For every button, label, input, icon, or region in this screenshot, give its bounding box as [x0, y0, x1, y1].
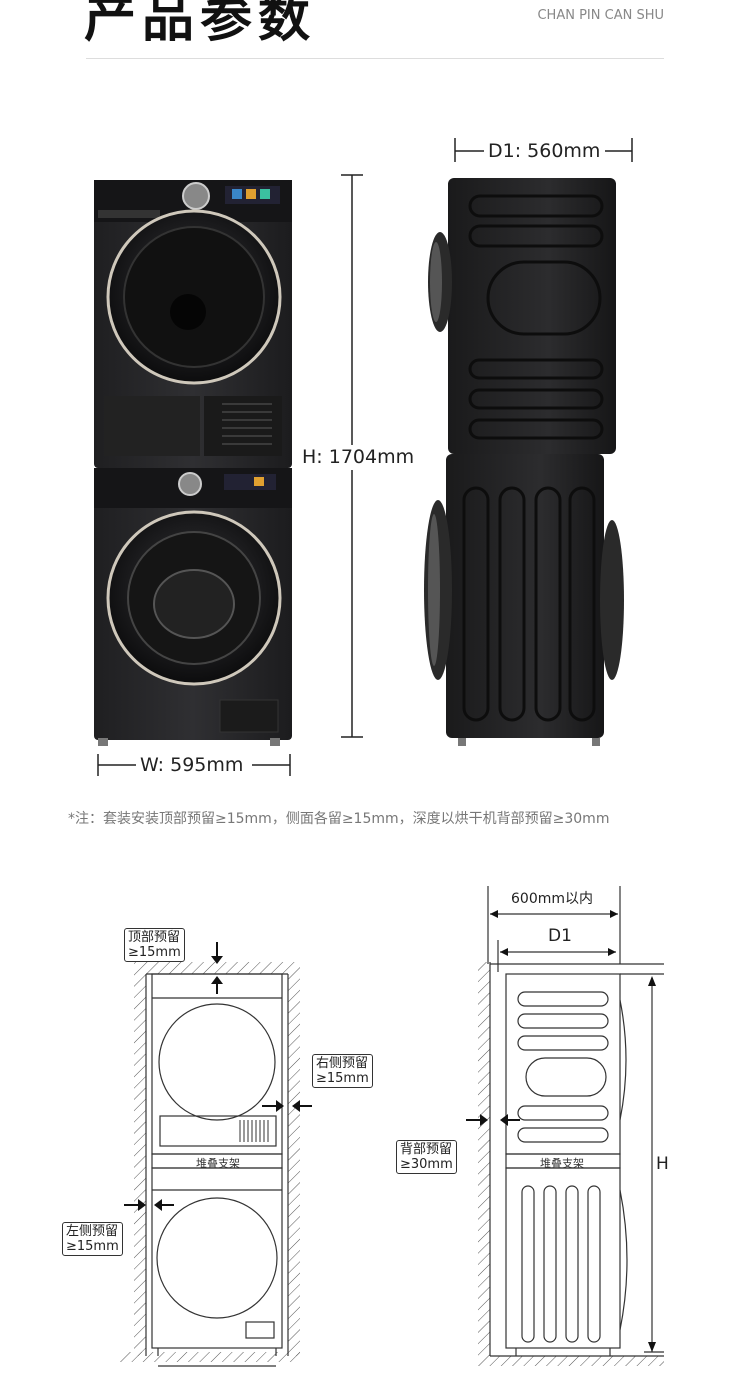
width-dimension-label: W: 595mm — [136, 754, 248, 776]
top-clearance-label: 顶部预留 — [128, 930, 181, 945]
max-depth-label: 600mm以内 — [508, 888, 596, 908]
right-clearance-label: 右侧预留 — [316, 1056, 369, 1071]
back-clearance-callout: 背部预留 ≥30mm — [396, 1140, 457, 1174]
side-clearance-diagram — [478, 886, 664, 1366]
right-clearance-value: ≥15mm — [316, 1071, 369, 1086]
top-clearance-value: ≥15mm — [128, 945, 181, 960]
dryer-front — [94, 180, 292, 468]
washer-front — [94, 468, 292, 746]
side-view — [424, 138, 633, 746]
height-dimension-label: H: 1704mm — [298, 446, 419, 468]
page-title: 产品参数 — [84, 0, 317, 49]
header-divider — [86, 58, 664, 59]
front-stack-rack-label: 堆叠支架 — [196, 1157, 240, 1170]
back-clearance-value: ≥30mm — [400, 1157, 453, 1172]
top-clearance-callout: 顶部预留 ≥15mm — [124, 928, 185, 962]
left-clearance-callout: 左侧预留 ≥15mm — [62, 1222, 123, 1256]
front-clearance-diagram — [120, 962, 300, 1367]
right-clearance-callout: 右侧预留 ≥15mm — [312, 1054, 373, 1088]
side-stack-rack-label: 堆叠支架 — [540, 1157, 584, 1170]
depth-dimension-label: D1: 560mm — [484, 140, 605, 162]
height-h-label: H — [656, 1154, 669, 1174]
left-clearance-value: ≥15mm — [66, 1239, 119, 1254]
depth-d1-label: D1 — [548, 926, 572, 946]
left-clearance-label: 左侧预留 — [66, 1224, 119, 1239]
installation-note: *注：套装安装顶部预留≥15mm，侧面各留≥15mm，深度以烘干机背部预留≥30… — [68, 811, 610, 827]
page-subtitle: CHAN PIN CAN SHU — [537, 8, 664, 23]
back-clearance-label: 背部预留 — [400, 1142, 453, 1157]
